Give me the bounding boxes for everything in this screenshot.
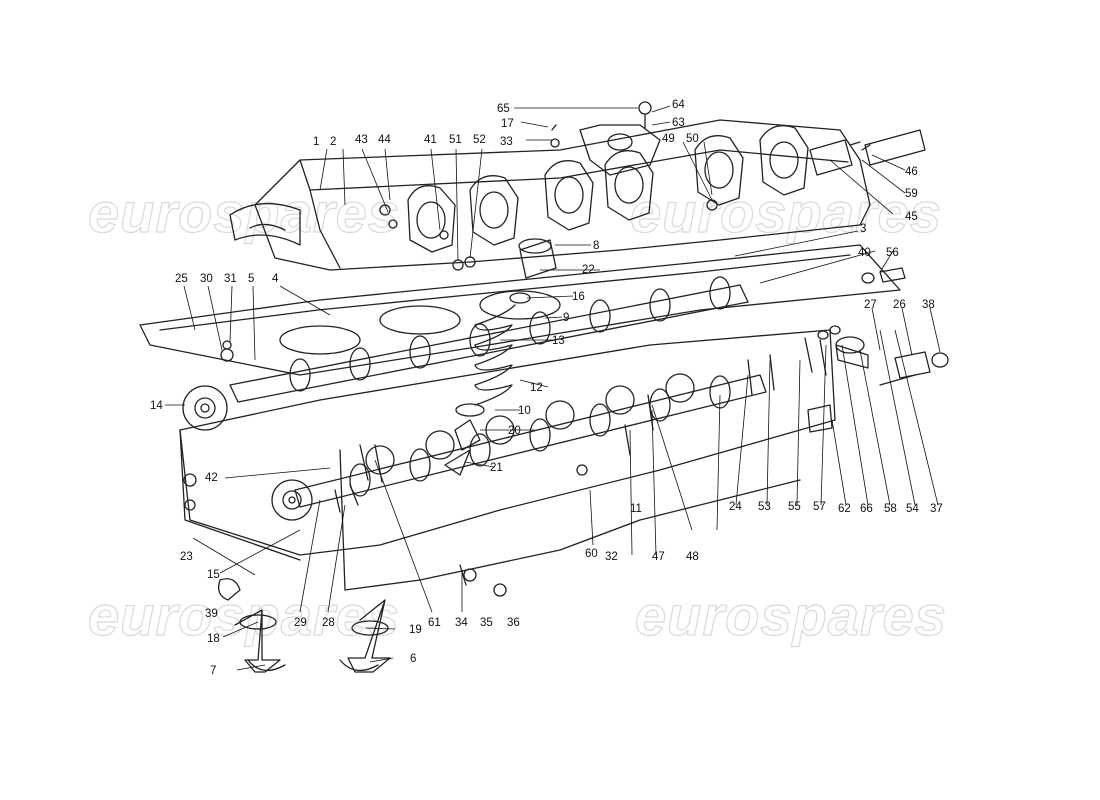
callout-43: 43 — [355, 134, 368, 146]
callout-5: 5 — [248, 273, 254, 285]
intake-flanges — [407, 124, 809, 253]
callout-2: 2 — [330, 136, 336, 148]
callout-32: 32 — [605, 551, 618, 563]
callout-21: 21 — [490, 462, 503, 474]
callout-7: 7 — [210, 665, 216, 677]
callout-37: 37 — [930, 503, 943, 515]
oil-fitting-and-pipe — [807, 129, 949, 433]
callout-15: 15 — [207, 569, 220, 581]
callout-1: 1 — [313, 136, 319, 148]
callout-48: 48 — [686, 551, 699, 563]
callout-17: 17 — [501, 118, 514, 130]
callout-20: 20 — [508, 425, 521, 437]
callout-65: 65 — [497, 103, 510, 115]
callout-58: 58 — [884, 503, 897, 515]
callout-3: 3 — [860, 223, 866, 235]
callout-60: 60 — [585, 548, 598, 560]
callout-23: 23 — [180, 551, 193, 563]
watermark-eurospares-2: eurospares — [629, 180, 942, 244]
callout-12: 12 — [530, 382, 543, 394]
callout-30: 30 — [200, 273, 213, 285]
callout-54: 54 — [906, 503, 919, 515]
callout-33: 33 — [500, 136, 513, 148]
callout-40: 40 — [858, 247, 871, 259]
callout-59: 59 — [905, 188, 918, 200]
callout-49: 49 — [662, 133, 675, 145]
callout-38: 38 — [922, 299, 935, 311]
callout-31: 31 — [224, 273, 237, 285]
valve-spring-assembly — [444, 292, 531, 476]
callout-44: 44 — [378, 134, 391, 146]
lower-camshaft — [294, 374, 767, 508]
callout-34: 34 — [455, 617, 468, 629]
callout-50: 50 — [686, 133, 699, 145]
cam-gear-upper — [182, 385, 228, 431]
callout-8: 8 — [593, 240, 599, 252]
callout-18: 18 — [207, 633, 220, 645]
callout-61: 61 — [428, 617, 441, 629]
callout-10: 10 — [518, 405, 531, 417]
callout-27: 27 — [864, 299, 877, 311]
valves — [234, 599, 391, 673]
callout-29: 29 — [294, 617, 307, 629]
callout-6: 6 — [410, 653, 416, 665]
callout-4: 4 — [272, 273, 279, 285]
callout-labels: 1 2 3 4 5 6 7 8 9 10 11 12 13 14 15 16 1… — [150, 99, 943, 677]
watermark-eurospares-3: eurospares — [87, 583, 400, 647]
callout-39: 39 — [205, 608, 218, 620]
callout-52: 52 — [473, 134, 486, 146]
callout-36: 36 — [507, 617, 520, 629]
watermark-eurospares-4: eurospares — [634, 583, 947, 647]
callout-56: 56 — [886, 247, 899, 259]
callout-24: 24 — [729, 501, 742, 513]
tappet-bucket — [518, 238, 557, 279]
head-gasket — [139, 244, 901, 376]
upper-camshaft — [229, 276, 749, 403]
callout-41: 41 — [424, 134, 437, 146]
studs-and-nuts — [217, 101, 827, 601]
callout-64: 64 — [672, 99, 685, 111]
callout-46: 46 — [905, 166, 918, 178]
callout-47: 47 — [652, 551, 665, 563]
callout-25: 25 — [175, 273, 188, 285]
callout-66: 66 — [860, 503, 873, 515]
callout-51: 51 — [449, 134, 462, 146]
callout-19: 19 — [409, 624, 422, 636]
callout-62: 62 — [838, 503, 851, 515]
upper-cam-cover — [229, 119, 871, 271]
callout-42: 42 — [205, 472, 218, 484]
callout-11: 11 — [630, 503, 642, 515]
callout-45: 45 — [905, 211, 918, 223]
callout-16: 16 — [572, 291, 585, 303]
callout-9: 9 — [563, 312, 569, 324]
cam-gear-lower — [271, 479, 313, 521]
callout-26: 26 — [893, 299, 906, 311]
callout-57: 57 — [813, 501, 826, 513]
callout-55: 55 — [788, 501, 801, 513]
callout-22: 22 — [582, 264, 595, 276]
callout-14: 14 — [150, 400, 163, 412]
callout-13: 13 — [552, 335, 565, 347]
watermark-eurospares-1: eurospares — [87, 180, 400, 244]
callout-53: 53 — [758, 501, 771, 513]
callout-35: 35 — [480, 617, 493, 629]
callout-28: 28 — [322, 617, 335, 629]
callout-63: 63 — [672, 117, 685, 129]
cylinder-head-body — [179, 329, 836, 591]
